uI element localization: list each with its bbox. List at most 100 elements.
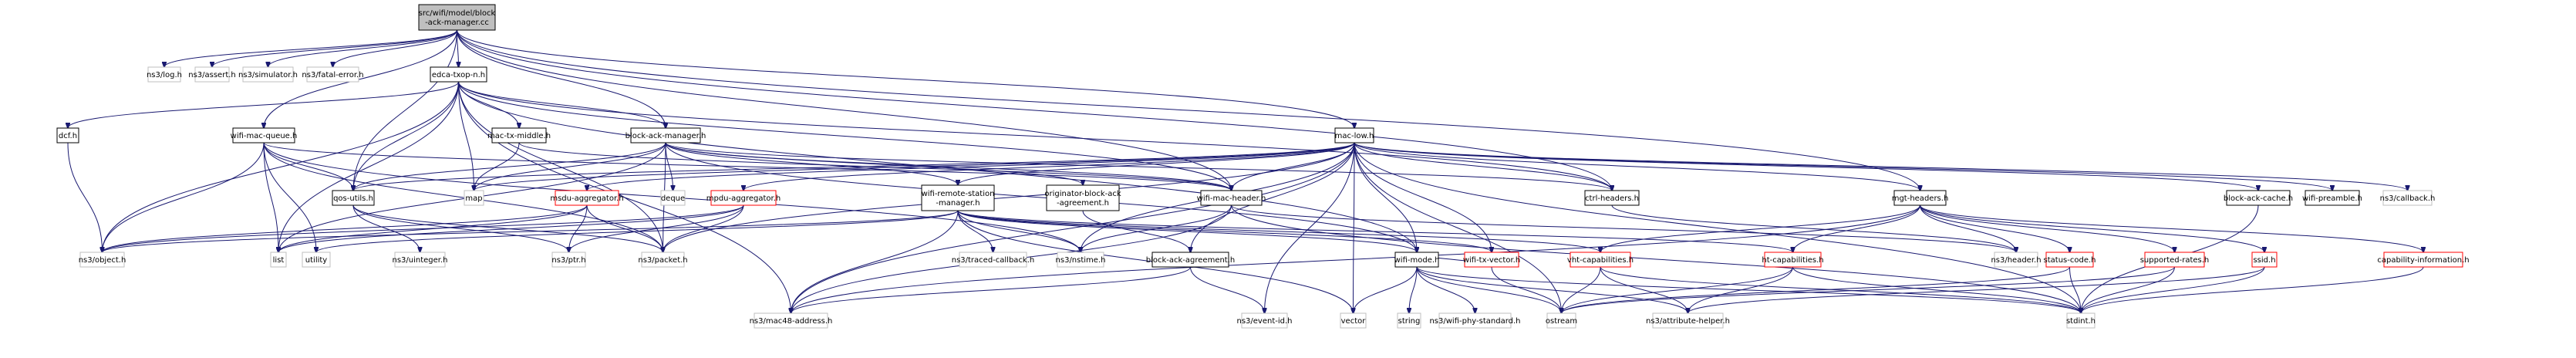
node-fatalerror: ns3/fatal-error.h (302, 66, 364, 83)
edge-qosutils-to-uinteger (352, 204, 420, 252)
node-htcap[interactable]: ht-capabilities.h (1762, 252, 1824, 268)
edge-dcf-to-object (67, 142, 103, 252)
node-mpduaggregator[interactable]: mpdu-aggregator.h (706, 190, 781, 206)
node-box (1334, 127, 1374, 144)
node-box (464, 190, 484, 206)
edge-mactxmiddle-to-map (474, 142, 520, 191)
node-deque: deque (660, 190, 686, 206)
node-wifitxvector[interactable]: wifi-tx-vector.h (1463, 252, 1520, 268)
node-mactxmiddle[interactable]: mac-tx-middle.h (487, 127, 551, 144)
edge-wifiremote-to-mac48 (791, 210, 959, 313)
edge-wifimacheader-to-nstime (1081, 204, 1232, 252)
node-label: wifi-mac-header.h (1197, 194, 1266, 203)
node-box (56, 127, 79, 144)
node-box (1394, 252, 1439, 268)
node-box (147, 66, 181, 83)
node-box (394, 252, 446, 268)
edge-wifimode-to-vector (1354, 266, 1418, 313)
node-box (1652, 312, 1724, 329)
edge-ssid-to-attributehelper (1688, 266, 2265, 313)
node-box (2251, 252, 2278, 268)
node-box (2305, 190, 2360, 206)
node-object: ns3/object.h (79, 252, 126, 268)
node-capinfo[interactable]: capability-information.h (2377, 252, 2470, 268)
node-label: map (465, 194, 482, 203)
node-box (555, 190, 619, 206)
edge-wifimacqueue-to-utility (263, 142, 316, 252)
node-label: wifi-remote-station (922, 190, 995, 198)
edge-wifimode-to-ostream (1416, 266, 1562, 313)
node-utility: utility (302, 252, 331, 268)
node-box (710, 190, 777, 206)
edge-wifimacqueue-to-wifimacheader (263, 142, 1232, 191)
edge-root-to-maclow (457, 29, 1355, 128)
node-box (754, 312, 828, 329)
edge-blockackmanager-to-map (474, 142, 666, 191)
node-box (1151, 252, 1229, 268)
edge-maclow-to-blockackcache (1354, 142, 2258, 191)
edge-root-to-fatalerror (333, 29, 457, 67)
node-vhtcap[interactable]: vht-capabilities.h (1567, 252, 1634, 268)
node-label: msdu-aggregator.h (550, 194, 623, 203)
node-blockackmanager[interactable]: block-ack-manager.h (625, 127, 706, 144)
node-ssid[interactable]: ssid.h (2251, 252, 2278, 268)
node-label: block-ack-manager.h (625, 132, 706, 140)
node-header: ns3/header.h (1991, 252, 2042, 268)
edge-maclow-to-vector (1354, 142, 1355, 313)
edge-wifiremote-to-utility (316, 210, 959, 252)
node-box (1046, 184, 1120, 211)
node-label: block-ack-cache.h (2224, 194, 2293, 203)
node-wifimacheader[interactable]: wifi-mac-header.h (1197, 190, 1266, 206)
node-blockackagreement[interactable]: block-ack-agreement.h (1146, 252, 1236, 268)
node-originator[interactable]: originator-block-ack-agreement.h (1044, 184, 1121, 211)
node-callback: ns3/callback.h (2380, 190, 2435, 206)
node-wifimode[interactable]: wifi-mode.h (1394, 252, 1440, 268)
node-box (491, 127, 547, 144)
node-vector: vector (1340, 312, 1367, 329)
edge-mgtheaders-to-capinfo (1920, 204, 2424, 252)
node-box (1340, 312, 1367, 329)
node-box (1241, 312, 1288, 329)
node-box (959, 252, 1027, 268)
node-box (270, 252, 287, 268)
edge-mpduaggregator-to-list (278, 204, 744, 252)
node-wifimacqueue[interactable]: wifi-mac-queue.h (231, 127, 298, 144)
node-supportedrates[interactable]: supported-rates.h (2140, 252, 2210, 268)
node-statuscode[interactable]: status-code.h (2044, 252, 2096, 268)
node-box (1200, 190, 1263, 206)
node-ctrlheaders[interactable]: ctrl-headers.h (1584, 190, 1640, 206)
node-box (2382, 190, 2433, 206)
edge-wifiremote-to-htcap (957, 210, 1793, 252)
edge-statuscode-to-ostream (1562, 266, 2070, 313)
dependency-nodes: src/wifi/model/block-ack-manager.ccns3/l… (56, 4, 2470, 329)
node-maclow[interactable]: mac-low.h (1334, 127, 1374, 144)
node-blockackcache[interactable]: block-ack-cache.h (2224, 190, 2293, 206)
edge-mgtheaders-to-statuscode (1920, 204, 2070, 252)
node-box (79, 252, 125, 268)
node-mgtheaders[interactable]: mgt-headers.h (1892, 190, 1949, 206)
edge-msduaggregator-to-object (103, 204, 588, 252)
edge-wifitxvector-to-ostream (1491, 266, 1562, 313)
node-box (1464, 252, 1519, 268)
node-wifipreamble[interactable]: wifi-preamble.h (2302, 190, 2362, 206)
node-edcatxop[interactable]: edca-txop-n.h (430, 66, 487, 83)
node-label: ns3/event-id.h (1236, 317, 1292, 326)
node-root[interactable]: src/wifi/model/block-ack-manager.cc (418, 4, 496, 31)
edge-maclow-to-stdint (1354, 142, 2081, 313)
edge-edcatxop-to-ctrlheaders (458, 81, 1613, 191)
edge-maclow-to-mgtheaders (1354, 142, 1920, 191)
edge-wifimode-to-stdint (1416, 266, 2081, 313)
node-label: ostream (1546, 317, 1577, 326)
node-dcf[interactable]: dcf.h (56, 127, 79, 144)
node-qosutils[interactable]: qos-utils.h (332, 190, 375, 206)
node-wifiremote[interactable]: wifi-remote-station-manager.h (921, 184, 995, 211)
edge-wifimode-to-string (1409, 266, 1418, 313)
node-label: mac-low.h (1335, 132, 1374, 140)
node-msduaggregator[interactable]: msdu-aggregator.h (550, 190, 624, 206)
node-label: ssid.h (2253, 256, 2275, 265)
node-label: edca-txop-n.h (432, 71, 485, 79)
node-label: ns3/mac48-address.h (750, 317, 833, 326)
node-label: stdint.h (2066, 317, 2096, 326)
edge-maclow-to-packet (663, 142, 1355, 252)
edge-root-to-mgtheaders (457, 29, 1920, 191)
